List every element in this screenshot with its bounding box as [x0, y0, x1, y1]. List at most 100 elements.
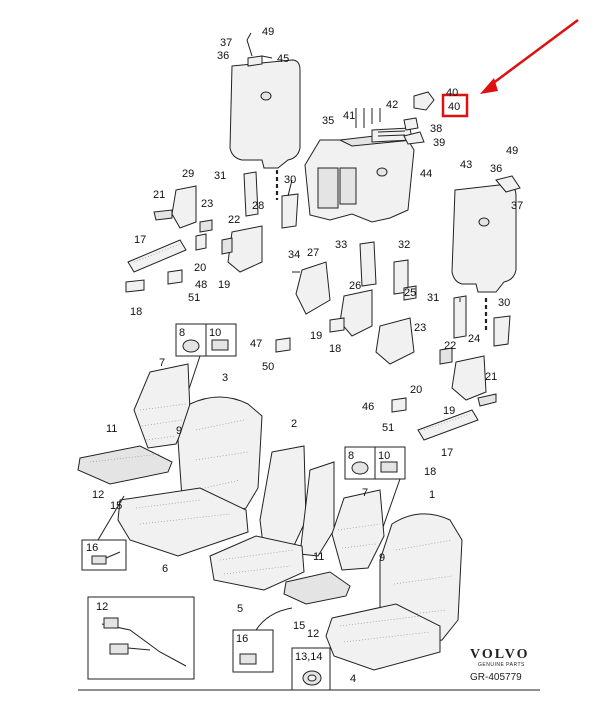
label-15b: 15: [293, 620, 305, 632]
part-48: [167, 269, 183, 285]
label-9b: 9: [379, 552, 385, 564]
part-31a: [243, 171, 259, 217]
label-8b: 8: [348, 450, 354, 462]
part-11b: [283, 571, 351, 605]
seat-cushion-5: [209, 535, 305, 591]
label-43: 43: [460, 159, 472, 171]
label-12c: 12: [307, 628, 319, 640]
label-18a: 18: [130, 306, 142, 318]
part-18a: [125, 279, 145, 293]
label-47: 47: [250, 338, 262, 350]
label-18b: 18: [329, 343, 341, 355]
part-40-cap: [413, 91, 435, 111]
label-15a: 15: [110, 500, 122, 512]
part-33: [359, 241, 377, 287]
label-22a: 22: [228, 214, 240, 226]
part-23a: [199, 219, 213, 233]
detail-box-16-center: [232, 629, 274, 673]
label-17a: 17: [134, 234, 146, 246]
label-30b: 30: [498, 297, 510, 309]
label-12a: 12: [92, 489, 104, 501]
label-9a: 9: [176, 425, 182, 437]
brand-logo: VOLVO: [470, 647, 530, 662]
seat-back-right-lower: [331, 489, 385, 571]
label-27: 27: [307, 247, 319, 259]
label-51a: 51: [188, 292, 200, 304]
part-17a: [127, 239, 187, 273]
label-25: 25: [404, 287, 416, 299]
part-22b: [439, 347, 453, 365]
label-21a: 21: [153, 189, 165, 201]
part-29: [171, 185, 197, 229]
label-31a: 31: [214, 170, 226, 182]
label-26: 26: [349, 280, 361, 292]
label-51b: 51: [382, 422, 394, 434]
label-28: 28: [252, 200, 264, 212]
part-39: [403, 131, 425, 145]
part-18b: [329, 317, 345, 333]
label-42: 42: [386, 99, 398, 111]
part-11a: [77, 445, 173, 485]
label-3: 3: [222, 372, 228, 384]
label-30a: 30: [284, 174, 296, 186]
diagram-reference-code: GR-405779: [470, 672, 522, 683]
part-30b: [493, 315, 511, 347]
label-36b: 36: [490, 163, 502, 175]
label-37a: 37: [220, 37, 232, 49]
label-7a: 7: [159, 357, 165, 369]
seat-back-frame-right: [451, 183, 517, 293]
label-41: 41: [343, 110, 355, 122]
part-31b: [453, 295, 467, 339]
label-49a: 49: [262, 26, 274, 38]
part-21b: [477, 393, 497, 407]
headrest-guide-left: [247, 55, 263, 67]
label-36a: 36: [217, 50, 229, 62]
label-18c: 18: [424, 466, 436, 478]
label-48: 48: [195, 279, 207, 291]
label-4: 4: [350, 673, 356, 685]
label-23b: 23: [414, 322, 426, 334]
part-26: [339, 289, 373, 337]
label-10a: 10: [209, 327, 221, 339]
label-7b: 7: [362, 487, 368, 499]
part-number-labels: 49 37 36 45 40 40 42 41 38 39 35 44 43 4…: [86, 26, 523, 685]
label-40-upper: 40: [446, 87, 458, 99]
label-33: 33: [335, 239, 347, 251]
label-21b: 21: [485, 371, 497, 383]
part-24: [451, 355, 487, 401]
headrest-guide-right: [495, 175, 521, 193]
seat-cushion-6: [117, 487, 249, 557]
label-49b: 49: [506, 145, 518, 157]
label-2: 2: [291, 418, 297, 430]
label-45: 45: [277, 53, 289, 65]
label-40-highlighted: 40: [448, 101, 460, 113]
label-11b: 11: [313, 551, 324, 563]
label-46: 46: [362, 401, 374, 413]
seat-cushion-4: [325, 603, 441, 671]
label-5: 5: [237, 603, 243, 615]
part-38: [403, 117, 419, 131]
label-10b: 10: [378, 450, 390, 462]
detail-box-16-left: [81, 539, 127, 571]
part-23b: [375, 317, 415, 365]
part-27: [295, 261, 331, 315]
highlight-box-part-40: [441, 93, 469, 118]
label-16a: 16: [86, 542, 98, 554]
label-44: 44: [420, 168, 432, 180]
part-46: [391, 397, 407, 413]
part-28: [227, 225, 263, 273]
label-38: 38: [430, 123, 442, 135]
part-21a: [153, 209, 173, 221]
label-34: 34: [288, 249, 300, 261]
label-20b: 20: [410, 384, 422, 396]
label-37b: 37: [511, 200, 523, 212]
part-20a: [195, 233, 207, 251]
seat-back-middle-lower: [259, 445, 307, 555]
label-22b: 22: [444, 340, 456, 352]
part-47: [275, 337, 291, 353]
seat-back-left-lower: [133, 363, 191, 449]
label-31b: 31: [427, 292, 439, 304]
label-24: 24: [468, 333, 480, 345]
